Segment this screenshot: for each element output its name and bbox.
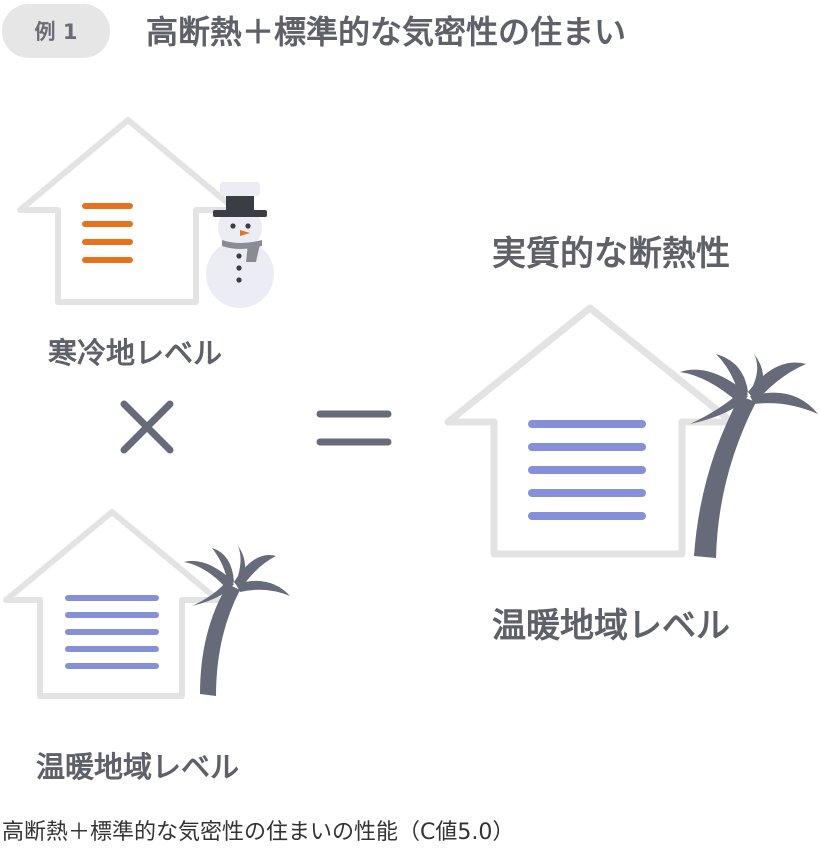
figure-caption: 高断熱＋標準的な気密性の住まいの性能（C値5.0） [2,820,515,845]
warm-region-label: 温暖地域レベル [36,750,240,784]
house-outline [3,509,221,699]
house-outline [444,304,736,558]
result-house [444,304,736,558]
snowman-icon [206,182,274,308]
house-outline [17,117,239,305]
example-badge: 例 1 [2,4,110,58]
palm-tree-icon [184,546,290,696]
warm-house-small [3,509,221,699]
cold-house [17,117,239,305]
page-title: 高断熱＋標準的な気密性の住まい [146,13,627,51]
palm-tree-icon [680,354,818,558]
cold-region-label: 寒冷地レベル [48,336,223,370]
equals-operator [316,410,392,446]
multiply-operator [120,400,174,454]
insulation-warm [528,420,646,520]
result-heading: 実質的な断熱性 [492,234,730,274]
result-region-label: 温暖地域レベル [492,606,730,646]
insulation-cold [82,203,133,263]
insulation-warm [65,595,159,669]
